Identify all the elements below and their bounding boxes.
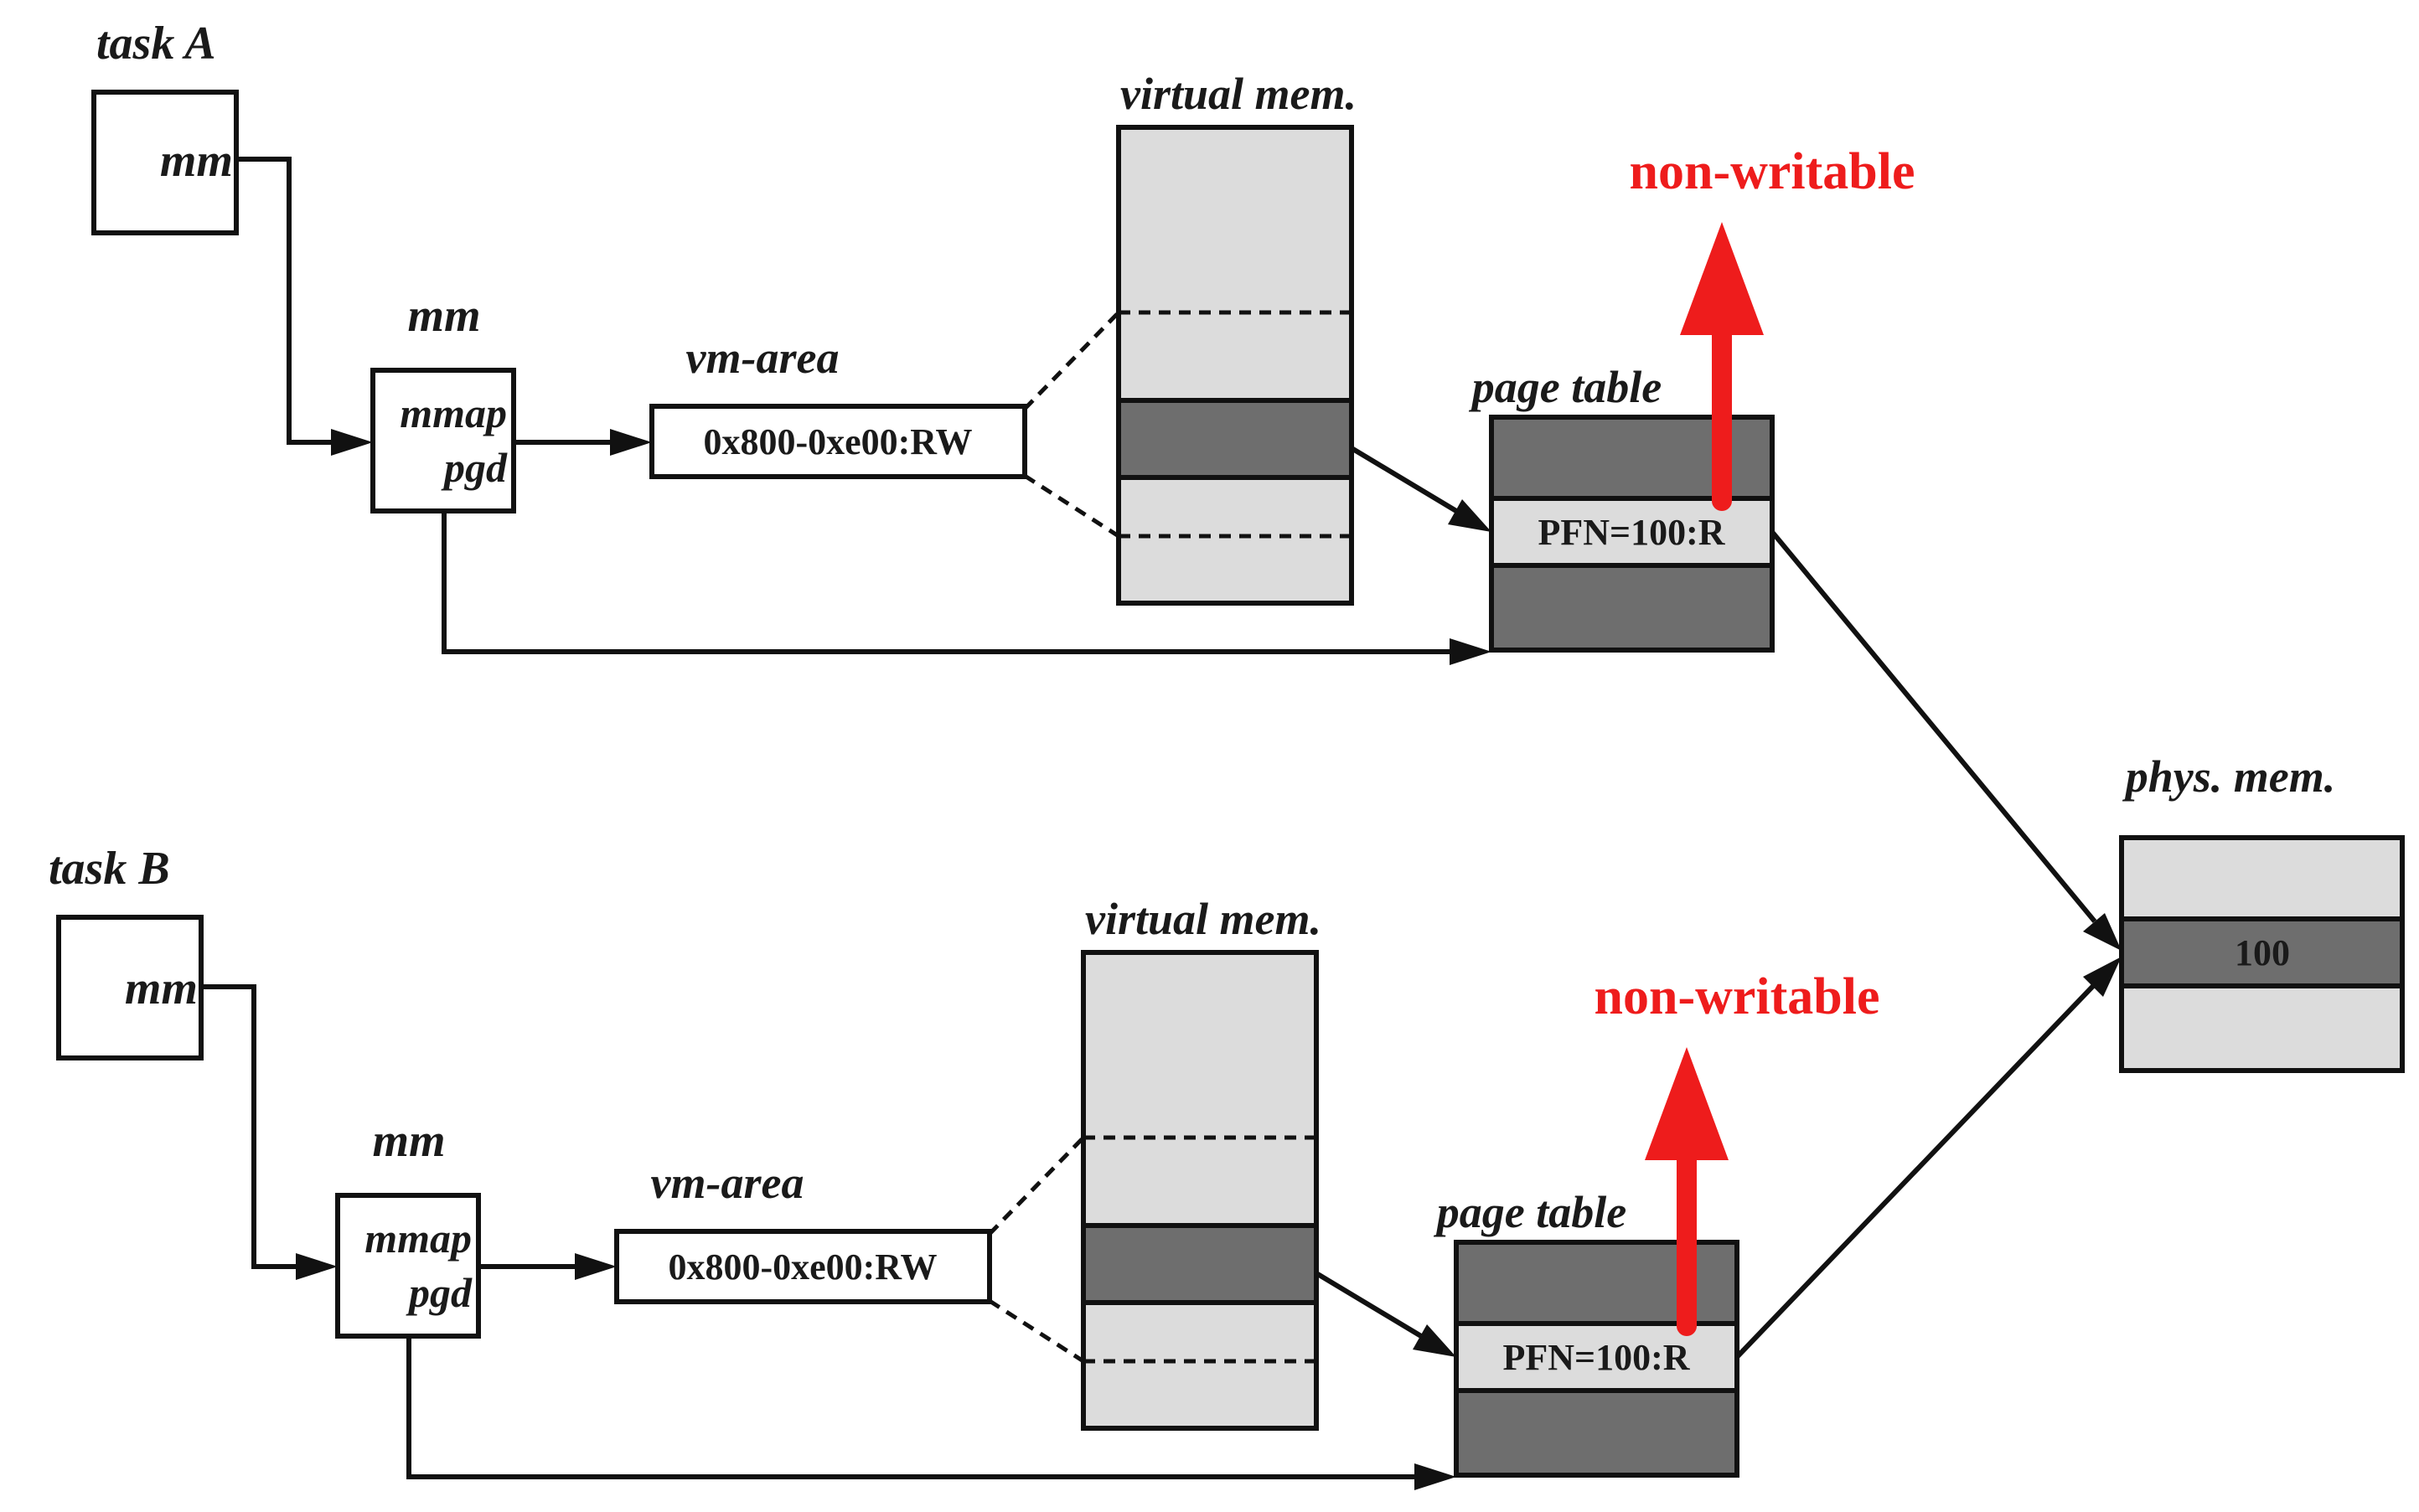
task-b-vm-dash-bottom <box>988 1298 1085 1364</box>
task-a-mm-connector <box>236 157 331 445</box>
task-b-page-table-title: page table <box>1434 1187 1626 1237</box>
task-b-pte-to-phys-connector <box>1734 982 2097 1360</box>
task-a-struct-box <box>91 90 239 235</box>
task-a-virtual-mem-box <box>1116 125 1354 606</box>
task-b-struct-box <box>56 915 204 1060</box>
task-b-nonwritable-label: non-writable <box>1595 968 1880 1025</box>
task-a-group: task A mm mm mmap pgd vm-area 0x800-0xe0… <box>91 18 2122 951</box>
task-a-mmap-field: mmap <box>400 390 507 436</box>
task-b-pgd-arrowhead <box>1414 1463 1456 1490</box>
task-a-mm-title: mm <box>407 290 480 342</box>
task-b-group: task B mm mm mmap pgd vm-area 0x800-0xe0… <box>49 843 2122 1490</box>
task-a-mmap-arrowhead <box>610 429 652 456</box>
task-a-pte-text: PFN=100:R <box>1538 512 1725 553</box>
task-a-vm-area-range: 0x800-0xe00:RW <box>703 421 972 462</box>
task-a-pgd-field: pgd <box>441 444 508 491</box>
task-a-pte-to-phys-arrowhead <box>2083 913 2122 951</box>
task-a-vm-dash-top <box>1023 311 1120 410</box>
task-a-vm-dash-bottom <box>1023 473 1120 539</box>
task-b-vm-area-box <box>614 1229 992 1304</box>
task-b-mmap-field: mmap <box>364 1215 472 1262</box>
task-b-mm-field: mm <box>125 962 198 1014</box>
task-b-virtual-mem-page <box>1081 1223 1319 1305</box>
task-b-virtual-mem-box <box>1081 950 1319 1431</box>
task-a-page-to-pte-arrowhead <box>1448 499 1491 532</box>
phys-mem-title: phys. mem. <box>2122 751 2336 802</box>
task-b-mm-arrowhead <box>296 1253 338 1280</box>
task-b-nonwritable-arrowhead <box>1645 1047 1729 1160</box>
task-a-nonwritable-label: non-writable <box>1630 143 1915 200</box>
task-b-vm-area-title: vm-area <box>651 1158 804 1208</box>
task-b-vm-area-range: 0x800-0xe00:RW <box>668 1246 937 1288</box>
task-b-pte-text: PFN=100:R <box>1502 1337 1690 1378</box>
task-a-nonwritable-arrowhead <box>1680 222 1764 335</box>
task-a-pte-to-phys-connector <box>1770 530 2097 923</box>
task-a-virtual-mem-title: virtual mem. <box>1120 69 1357 119</box>
task-b-vm-dash-top <box>988 1136 1085 1236</box>
task-b-mm-title: mm <box>372 1115 445 1167</box>
task-a-mm-arrowhead <box>331 429 373 456</box>
phys-mem-frame <box>2119 916 2405 988</box>
task-a-page-table-title: page table <box>1469 362 1662 412</box>
task-b-pte-to-phys-arrowhead <box>2083 957 2122 997</box>
task-a-pgd-connector <box>442 511 1450 654</box>
task-b-mm-connector <box>201 984 296 1269</box>
phys-mem-group: phys. mem. 100 <box>2119 751 2405 1073</box>
task-b-pgd-field: pgd <box>406 1269 473 1316</box>
task-b-mmap-arrowhead <box>575 1253 617 1280</box>
task-b-label: task B <box>49 843 170 895</box>
task-a-vm-area-box <box>649 404 1027 479</box>
phys-mem-frame-text: 100 <box>2235 932 2290 973</box>
task-a-page-to-pte-connector <box>1350 446 1458 513</box>
task-b-page-to-pte-connector <box>1315 1271 1423 1339</box>
task-a-mm-field: mm <box>160 135 233 187</box>
task-a-vm-area-title: vm-area <box>686 333 840 383</box>
task-a-virtual-mem-page <box>1116 398 1354 480</box>
task-a-pgd-arrowhead <box>1450 638 1491 665</box>
task-b-page-to-pte-arrowhead <box>1413 1324 1456 1357</box>
task-b-pgd-connector <box>406 1336 1414 1479</box>
task-a-label: task A <box>96 18 216 70</box>
task-b-virtual-mem-title: virtual mem. <box>1085 894 1321 944</box>
